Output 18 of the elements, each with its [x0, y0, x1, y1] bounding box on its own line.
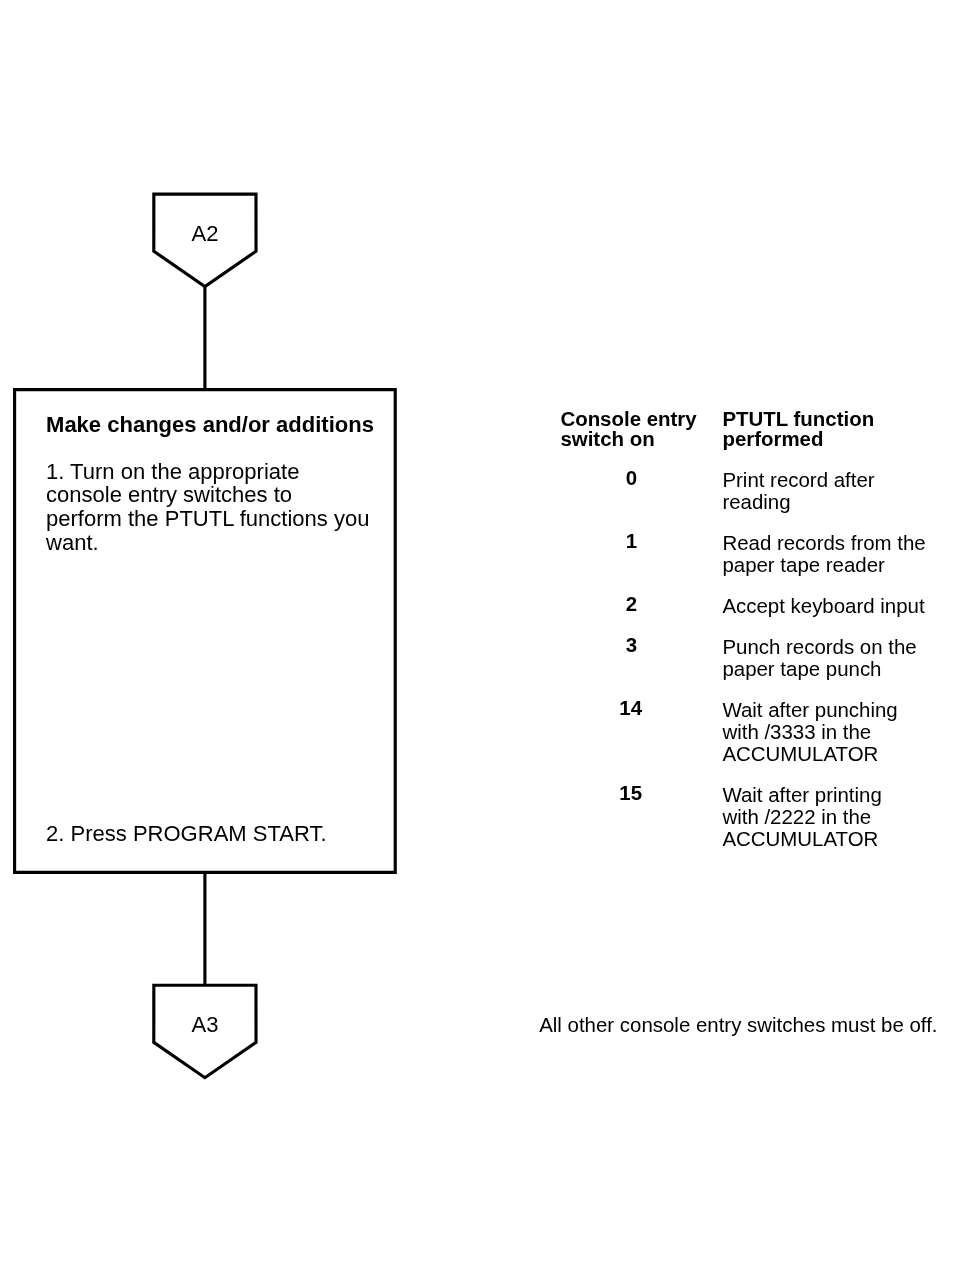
label: PTUTL function performed [722, 406, 875, 450]
label: Wait after punching with /3333 in the ACCUMULATOR [722, 697, 898, 765]
label: Console entry switch on [560, 406, 697, 450]
label: 14 [619, 695, 643, 719]
label: Accept keyboard input [722, 593, 925, 617]
label: 15 [619, 780, 643, 804]
label: 1 [625, 528, 638, 552]
label: 2 [625, 591, 638, 615]
label: Punch records on the paper tape punch [722, 634, 917, 680]
label: Print record after reading [722, 467, 875, 513]
node-box: Make changes and/or additions 1. Turn on the appropriate console entry switches to perform the PTUTL functions you want. 2. Press PROGRAM START. [13, 387, 397, 874]
label: Read records from the paper tape reader [722, 530, 926, 576]
label: 3 [625, 632, 638, 656]
label: 0 [625, 465, 638, 489]
label: All other console entry switches must be off. [539, 1012, 938, 1036]
connector [203, 872, 207, 985]
label: Wait after printing with /2222 in the ACCUMULATOR [722, 782, 882, 850]
connector [203, 286, 207, 389]
